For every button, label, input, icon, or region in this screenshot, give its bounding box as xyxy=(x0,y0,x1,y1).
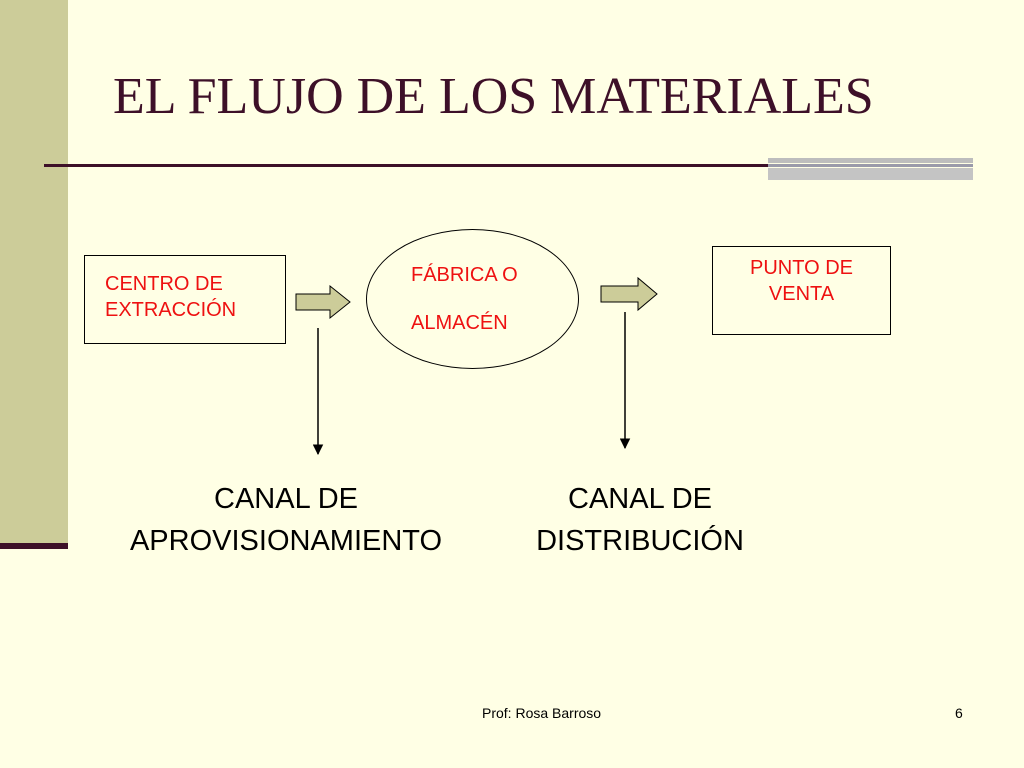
node-fabrica-o-almacen: FÁBRICA O ALMACÉN xyxy=(366,229,579,369)
page-number: 6 xyxy=(955,705,963,721)
block-arrow-fabrica-to-punto xyxy=(600,276,658,312)
node-label-line: VENTA xyxy=(768,283,835,305)
node-label-line: EXTRACCIÓN xyxy=(105,299,237,321)
node-punto-de-venta: PUNTO DE VENTA xyxy=(712,246,891,335)
block-arrow-centro-to-fabrica xyxy=(295,284,351,320)
canal-label-line: DISTRIBUCIÓN xyxy=(536,525,744,557)
footer-author: Prof: Rosa Barroso xyxy=(482,705,602,721)
canal-aprovisionamiento: CANAL DE APROVISIONAMIENTO xyxy=(100,478,472,562)
slide-title: EL FLUJO DE LOS MATERIALES xyxy=(113,68,874,125)
decorative-gray-bar xyxy=(768,158,973,180)
side-accent-line xyxy=(0,543,68,549)
canal-distribucion: CANAL DE DISTRIBUCIÓN xyxy=(510,478,770,562)
node-label-line: CENTRO DE xyxy=(105,273,223,295)
title-rule xyxy=(44,164,972,167)
node-label-line: PUNTO DE xyxy=(750,257,853,279)
canal-label-line: CANAL DE xyxy=(568,483,712,515)
node-label-line: ALMACÉN xyxy=(411,312,508,334)
node-label-line: FÁBRICA O xyxy=(411,264,518,286)
side-bar xyxy=(0,0,68,545)
canal-label-line: APROVISIONAMIENTO xyxy=(129,525,443,557)
canal-label-line: CANAL DE xyxy=(214,483,358,515)
node-centro-de-extraccion: CENTRO DE EXTRACCIÓN xyxy=(84,255,286,344)
